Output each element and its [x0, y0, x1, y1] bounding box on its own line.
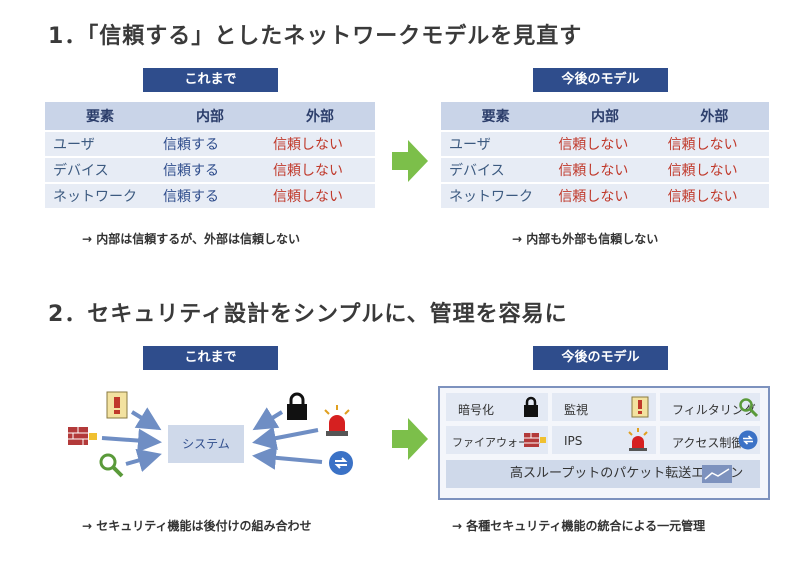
after-trust-note: → 内部も外部も信頼しない	[512, 232, 659, 246]
packet-engine-bar: 高スループットのパケット転送エンジン	[446, 460, 760, 488]
engine-label: 高スループットのパケット転送エンジン	[510, 466, 744, 481]
header-internal: 内部	[155, 102, 265, 130]
before-trust-table: 要素 内部 外部 ユーザ 信頼する 信頼しない デバイス 信頼する 信頼しない …	[45, 100, 375, 210]
row-internal: 信頼する	[155, 158, 265, 182]
after-security-tag: 今後のモデル	[533, 346, 668, 370]
row-external: 信頼しない	[659, 184, 769, 208]
before-model-tag: これまで	[143, 68, 278, 92]
row-internal: 信頼しない	[550, 132, 660, 156]
feature-access-control: アクセス制御	[660, 426, 760, 454]
table-row: ネットワーク 信頼しない 信頼しない	[441, 184, 769, 208]
lock-icon	[287, 392, 307, 420]
header-element: 要素	[441, 102, 551, 130]
row-element: ネットワーク	[45, 184, 155, 208]
row-external: 信頼しない	[265, 184, 375, 208]
row-external: 信頼しない	[265, 158, 375, 182]
feature-label: ファイアウォール	[452, 436, 540, 449]
system-box: システム	[168, 425, 244, 463]
feature-filtering: フィルタリング	[660, 393, 760, 421]
row-internal: 信頼する	[155, 184, 265, 208]
feature-monitoring: 監視	[552, 393, 656, 421]
feature-label: 監視	[564, 403, 589, 417]
feature-label: IPS	[564, 434, 583, 448]
after-model-tag: 今後のモデル	[533, 68, 668, 92]
magnifier-icon	[99, 453, 124, 478]
alarm-icon	[628, 428, 648, 451]
header-external: 外部	[659, 102, 769, 130]
row-internal: 信頼する	[155, 132, 265, 156]
header-element: 要素	[45, 102, 155, 130]
row-internal: 信頼しない	[550, 184, 660, 208]
header-external: 外部	[265, 102, 375, 130]
row-element: デバイス	[441, 158, 551, 182]
transition-arrow-icon	[392, 140, 428, 182]
row-external: 信頼しない	[659, 158, 769, 182]
feature-firewall: ファイアウォール	[446, 426, 548, 454]
row-element: ユーザ	[441, 132, 551, 156]
before-security-tag: これまで	[143, 346, 278, 370]
document-warning-icon	[631, 396, 649, 418]
after-security-note: → 各種セキュリティ機能の統合による一元管理	[452, 519, 706, 533]
before-security-note: → セキュリティ機能は後付けの組み合わせ	[82, 519, 312, 533]
transition-arrow-icon	[392, 418, 428, 460]
row-external: 信頼しない	[265, 132, 375, 156]
section2-heading: 2．セキュリティ設計をシンプルに、管理を容易に	[48, 302, 568, 327]
row-internal: 信頼しない	[550, 158, 660, 182]
table-header-row: 要素 内部 外部	[441, 102, 769, 130]
feature-label: アクセス制御	[672, 436, 744, 450]
lock-icon	[524, 396, 538, 417]
feature-ips: IPS	[552, 426, 656, 454]
table-row: デバイス 信頼しない 信頼しない	[441, 158, 769, 182]
feature-label: 暗号化	[458, 403, 495, 417]
row-external: 信頼しない	[659, 132, 769, 156]
feature-label: フィルタリング	[672, 403, 756, 417]
sync-icon	[738, 430, 758, 450]
table-header-row: 要素 内部 外部	[45, 102, 375, 130]
before-trust-note: → 内部は信頼するが、外部は信頼しない	[82, 232, 300, 246]
row-element: デバイス	[45, 158, 155, 182]
table-row: ユーザ 信頼する 信頼しない	[45, 132, 375, 156]
magnifier-icon	[739, 398, 758, 417]
chart-icon	[702, 465, 732, 483]
sync-icon	[329, 451, 353, 475]
document-warning-icon	[106, 391, 128, 419]
row-element: ユーザ	[45, 132, 155, 156]
after-trust-table: 要素 内部 外部 ユーザ 信頼しない 信頼しない デバイス 信頼しない 信頼しな…	[441, 100, 769, 210]
feature-encryption: 暗号化	[446, 393, 548, 421]
firewall-icon	[68, 427, 97, 445]
firewall-icon	[524, 433, 546, 447]
table-row: ネットワーク 信頼する 信頼しない	[45, 184, 375, 208]
header-internal: 内部	[550, 102, 660, 130]
section1-heading: 1．「信頼する」としたネットワークモデルを見直す	[48, 24, 583, 49]
table-row: デバイス 信頼する 信頼しない	[45, 158, 375, 182]
alarm-icon	[324, 405, 350, 436]
row-element: ネットワーク	[441, 184, 551, 208]
table-row: ユーザ 信頼しない 信頼しない	[441, 132, 769, 156]
